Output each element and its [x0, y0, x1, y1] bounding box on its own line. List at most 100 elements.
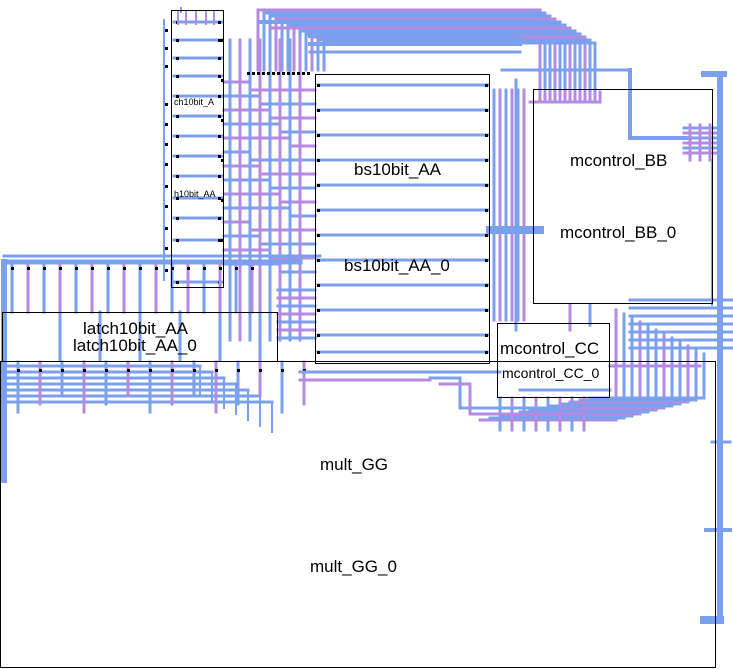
pin-marker	[176, 75, 179, 78]
pin-marker	[221, 79, 224, 82]
pin-marker	[252, 72, 255, 75]
bs10bit-type-label: bs10bit_AA	[354, 160, 441, 179]
pin-marker	[317, 109, 320, 112]
pin-marker	[317, 234, 320, 237]
pin-marker	[176, 155, 179, 158]
pin-marker	[485, 284, 488, 287]
pin-marker	[218, 75, 221, 78]
pin-marker	[75, 267, 78, 270]
pin-marker	[259, 369, 262, 372]
latch10bit-instance-label: latch10bit_AA_0	[73, 336, 197, 355]
pin-marker	[485, 159, 488, 162]
pin-marker	[139, 267, 142, 270]
pin-marker	[485, 209, 488, 212]
pin-marker	[165, 185, 168, 188]
mcontrol-cc-instance-label: mcontrol_CC_0	[502, 365, 600, 381]
pin-marker	[17, 369, 20, 372]
pin-marker	[105, 369, 108, 372]
pin-marker	[317, 334, 320, 337]
pin-marker	[302, 72, 305, 75]
pin-marker	[219, 267, 222, 270]
pin-marker	[307, 72, 310, 75]
pin-marker	[193, 369, 196, 372]
pin-marker	[83, 369, 86, 372]
pin-marker	[176, 135, 179, 138]
pin-marker	[218, 57, 221, 60]
latch-top-type-label: ch10bit_A	[174, 97, 215, 107]
pin-marker	[218, 39, 221, 42]
pin-marker	[485, 234, 488, 237]
pin-marker	[317, 159, 320, 162]
pin-marker	[176, 197, 179, 200]
pin-marker	[287, 72, 290, 75]
mcontrol-cc-type-label: mcontrol_CC	[500, 339, 600, 358]
pin-marker	[165, 227, 168, 230]
pin-marker	[221, 119, 224, 122]
pin-marker	[176, 175, 179, 178]
pin-marker	[282, 72, 285, 75]
pin-marker	[176, 57, 179, 60]
pin-marker	[262, 72, 265, 75]
mcontrol-cc-block[interactable]	[497, 323, 610, 398]
pin-marker	[171, 369, 174, 372]
latch-top-instance-label: h10bit_AA	[174, 189, 216, 199]
pin-marker	[176, 39, 179, 42]
pin-marker	[218, 115, 221, 118]
bs10bit-instance-label: bs10bit_AA_0	[344, 256, 450, 275]
pin-marker	[218, 217, 221, 220]
pin-marker	[317, 259, 320, 262]
mcontrol-bb-block[interactable]	[533, 89, 713, 304]
pin-marker	[218, 175, 221, 178]
pin-marker	[218, 135, 221, 138]
bs10bit-block[interactable]	[315, 74, 490, 364]
pin-marker	[218, 155, 221, 158]
pin-marker	[485, 84, 488, 87]
pin-marker	[165, 47, 168, 50]
pin-marker	[317, 284, 320, 287]
pin-marker	[281, 369, 284, 372]
pin-marker	[485, 184, 488, 187]
pin-marker	[485, 309, 488, 312]
pin-marker	[317, 184, 320, 187]
pin-marker	[485, 109, 488, 112]
pin-marker	[43, 267, 46, 270]
pin-marker	[235, 267, 238, 270]
mult-gg-block[interactable]	[0, 361, 716, 668]
pin-marker	[123, 267, 126, 270]
pin-marker	[221, 159, 224, 162]
pin-marker	[237, 369, 240, 372]
pin-marker	[485, 259, 488, 262]
pin-marker	[187, 267, 190, 270]
mcontrol-bb-type-label: mcontrol_BB	[570, 151, 668, 170]
pin-marker	[165, 163, 168, 166]
pin-marker	[127, 369, 130, 372]
pin-marker	[165, 123, 168, 126]
pin-marker	[277, 72, 280, 75]
pin-marker	[61, 369, 64, 372]
pin-marker	[59, 267, 62, 270]
pin-marker	[272, 72, 275, 75]
mult-gg-instance-label: mult_GG_0	[310, 557, 397, 576]
pin-marker	[218, 21, 221, 24]
pin-marker	[165, 247, 168, 250]
pin-marker	[317, 84, 320, 87]
pin-marker	[176, 239, 179, 242]
pin-marker	[165, 205, 168, 208]
pin-marker	[107, 267, 110, 270]
pin-marker	[485, 351, 488, 354]
pin-marker	[292, 72, 295, 75]
pin-marker	[485, 134, 488, 137]
mult-gg-type-label: mult_GG	[320, 455, 389, 474]
pin-marker	[257, 72, 260, 75]
pin-marker	[176, 281, 179, 284]
pin-marker	[176, 115, 179, 118]
pin-marker	[165, 269, 168, 272]
pin-marker	[221, 239, 224, 242]
pin-marker	[297, 72, 300, 75]
pin-marker	[251, 267, 254, 270]
pin-marker	[221, 199, 224, 202]
pin-marker	[149, 369, 152, 372]
pin-marker	[317, 134, 320, 137]
latch-top-block[interactable]	[171, 10, 224, 288]
